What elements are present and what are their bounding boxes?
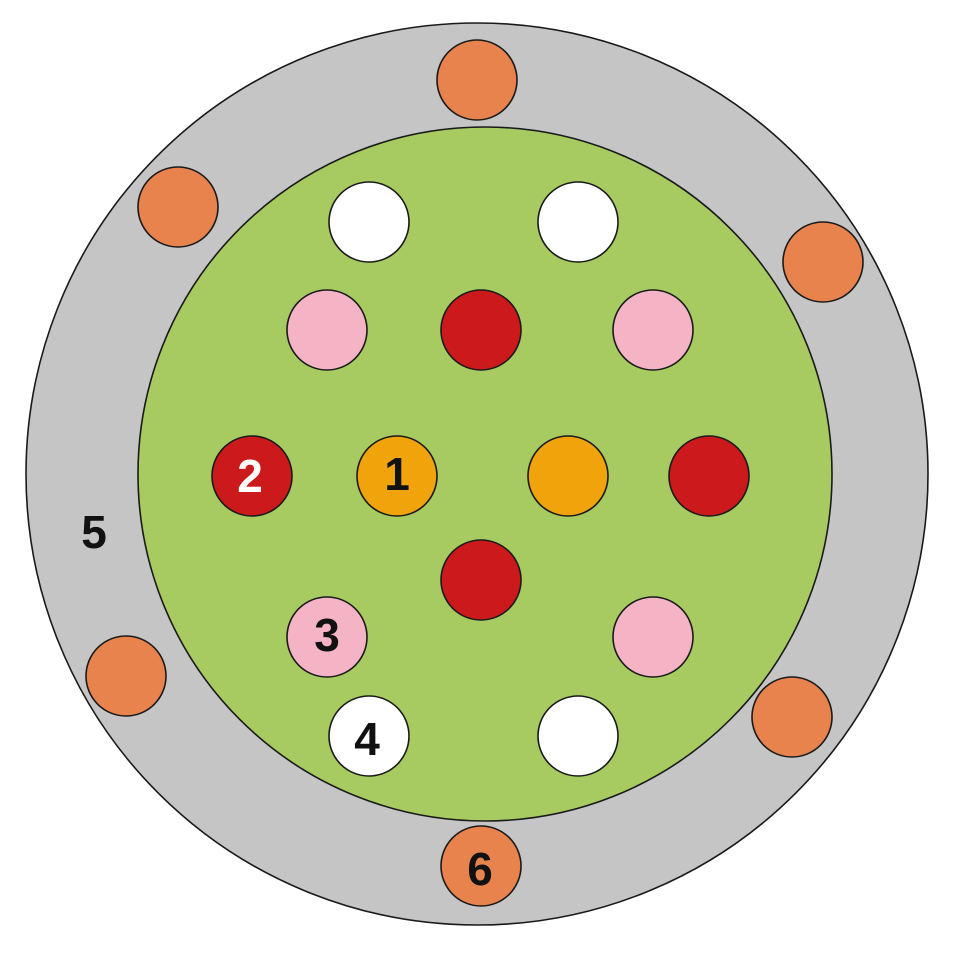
orange-circle — [137, 166, 219, 248]
label-6: 6 — [467, 843, 493, 895]
label-5: 5 — [81, 506, 107, 558]
label-1: 1 — [384, 448, 410, 500]
white-circle — [537, 181, 619, 263]
label-4: 4 — [354, 713, 380, 765]
red-circle — [440, 289, 522, 371]
label-3: 3 — [314, 609, 340, 661]
red-circle — [440, 539, 522, 621]
label-2: 2 — [237, 450, 263, 502]
pink-circle — [612, 596, 694, 678]
pink-circle — [286, 289, 368, 371]
amber-circle-labeled — [356, 435, 438, 517]
orange-circle — [85, 635, 167, 717]
pink-circle — [612, 289, 694, 371]
red-circle — [668, 435, 750, 517]
white-circle-labeled — [328, 695, 410, 777]
orange-circle — [436, 39, 518, 121]
orange-circle — [782, 221, 864, 303]
white-circle — [328, 181, 410, 263]
amber-circle — [527, 435, 609, 517]
orange-circle — [751, 676, 833, 758]
white-circle — [537, 695, 619, 777]
red-circle-labeled — [211, 435, 293, 517]
pink-circle-labeled — [286, 596, 368, 678]
orange-circle-labeled — [440, 825, 522, 907]
